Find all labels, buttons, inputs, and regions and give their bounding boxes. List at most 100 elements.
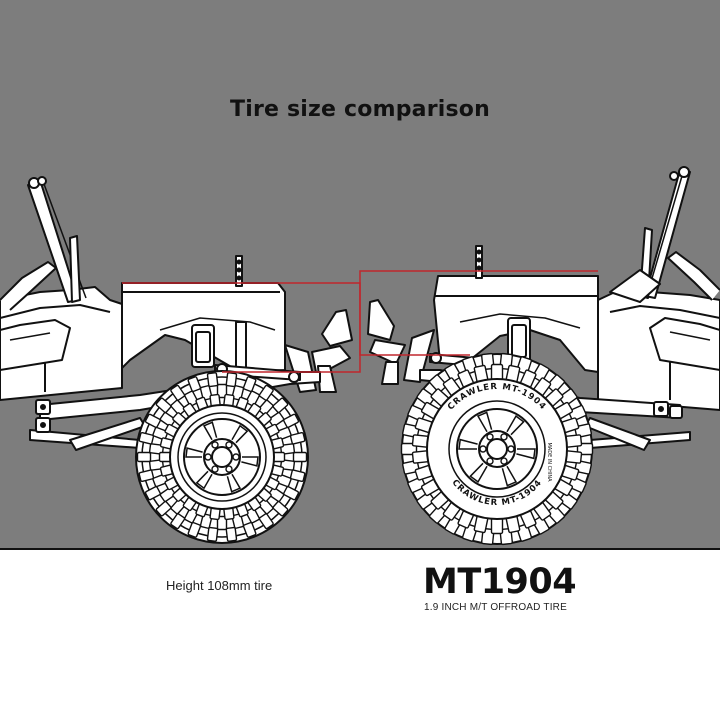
tread-block <box>444 515 462 535</box>
product-subtitle: 1.9 INCH M/T OFFROAD TIRE <box>424 602 567 613</box>
height-comparison-lines <box>122 270 598 373</box>
product-model: MT1904 <box>423 562 577 602</box>
tread-block <box>407 404 426 422</box>
tread-block <box>258 384 274 401</box>
lug-nut <box>479 445 487 453</box>
lug-nut <box>500 457 508 465</box>
wheel-spoke <box>231 424 249 444</box>
tread-block <box>187 521 202 538</box>
tread-block <box>546 505 566 524</box>
tread-block <box>268 486 285 503</box>
tread-block <box>444 363 462 383</box>
tread-block <box>428 505 448 524</box>
lug-nut <box>507 445 515 453</box>
tread-block <box>231 513 245 529</box>
tread-block <box>225 526 238 542</box>
tread-block <box>546 374 566 393</box>
tread-block <box>245 507 260 524</box>
tread-block <box>206 372 219 388</box>
tread-block <box>258 498 274 515</box>
tread-block <box>242 376 257 393</box>
tread-block <box>225 372 238 388</box>
tread-block <box>242 521 257 538</box>
lug-nut <box>204 453 212 461</box>
left-tire-caption: Height 108mm tire <box>166 578 273 593</box>
tread-block <box>416 491 436 510</box>
lug-nut <box>225 441 233 449</box>
lug-nut <box>211 465 219 473</box>
tread-block <box>138 469 155 483</box>
tread-block <box>187 376 202 393</box>
lug-nut <box>486 457 494 465</box>
tread-block <box>428 374 448 393</box>
white-caption-panel <box>0 549 720 720</box>
tread-block <box>268 411 285 428</box>
tread-block <box>216 515 228 531</box>
tread-block <box>159 411 176 428</box>
tread-block <box>289 431 306 445</box>
lug-nut <box>225 465 233 473</box>
tread-block <box>199 385 213 401</box>
wheel-spoke <box>185 447 203 458</box>
tread-block <box>170 513 186 530</box>
tread-block <box>279 459 296 471</box>
wheel-spoke <box>241 456 259 467</box>
tread-block <box>558 388 578 407</box>
tread-block <box>199 513 213 529</box>
tread-block <box>275 473 292 488</box>
tread-block <box>206 526 219 542</box>
tread-block <box>411 450 429 464</box>
tread-block <box>184 507 199 524</box>
tread-block <box>258 399 274 416</box>
tread-block <box>138 431 155 445</box>
tread-block <box>490 517 504 535</box>
tread-block <box>490 363 504 381</box>
sidewall-text-side: MADE IN CHINA <box>546 442 552 482</box>
tread-block <box>155 397 172 414</box>
tread-block <box>184 390 199 407</box>
tread-block <box>144 486 161 501</box>
tread-block <box>272 500 289 517</box>
tread-block <box>245 390 260 407</box>
wheel-spoke <box>516 448 536 460</box>
tread-block <box>565 434 583 448</box>
tread-block <box>136 451 152 463</box>
wheel-spoke <box>476 411 493 433</box>
tread-block <box>292 451 308 463</box>
tread-block <box>416 388 436 407</box>
tread-block <box>159 486 176 503</box>
lug-nut <box>500 433 508 441</box>
tread-block <box>155 500 172 517</box>
tread-block <box>170 498 186 515</box>
page-title: Tire size comparison <box>230 97 490 122</box>
lug-nut <box>211 441 219 449</box>
tread-block <box>283 413 300 428</box>
tread-block <box>272 397 289 414</box>
tread-block <box>407 476 426 494</box>
right-tire-mt1904: CRAWLER MT-1904 CRAWLER MT-1904 MADE IN … <box>400 352 594 546</box>
tread-block <box>532 515 550 535</box>
tread-block <box>289 469 306 483</box>
tread-block <box>532 363 550 383</box>
wheel-spoke <box>202 421 218 441</box>
tread-block <box>558 491 578 510</box>
tread-block <box>231 385 245 401</box>
wheel-spoke <box>195 470 213 490</box>
tread-block <box>170 399 186 416</box>
tread-block <box>152 473 169 488</box>
tread-block <box>148 443 165 455</box>
wheel-spoke <box>501 465 518 487</box>
tread-block <box>216 383 228 399</box>
tread-block <box>568 404 587 422</box>
tread-block <box>565 450 583 464</box>
wheel-spoke <box>506 414 525 436</box>
vehicle-illustration: CRAWLER MT-1904 CRAWLER MT-1904 MADE IN … <box>0 166 720 546</box>
tread-block <box>568 476 587 494</box>
tread-block <box>152 426 169 441</box>
tread-block <box>170 384 186 401</box>
tread-block <box>275 426 292 441</box>
tread-block <box>411 434 429 448</box>
tread-block <box>279 443 296 455</box>
tread-block <box>144 413 161 428</box>
